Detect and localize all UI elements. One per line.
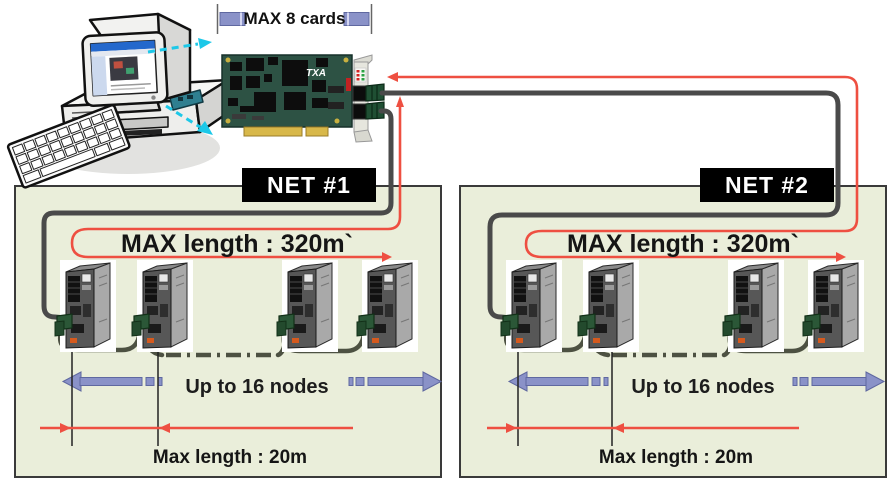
led-indicators xyxy=(354,67,367,83)
servo-drive xyxy=(356,259,419,353)
net2-ring-length-label: MAX length : 320m` xyxy=(567,230,799,258)
net2-drives xyxy=(500,259,865,353)
net2-nodes-arrow-right xyxy=(792,371,886,392)
net2-node-distance-label: Max length : 20m xyxy=(598,447,754,468)
arrow-head-icon xyxy=(198,38,212,49)
net1-main-cable xyxy=(41,108,394,321)
servo-drive xyxy=(54,259,117,353)
crt-monitor xyxy=(81,12,192,115)
net2-return-arrowhead-icon xyxy=(387,72,398,82)
net1-node-distance-measure xyxy=(40,352,353,446)
net2-node-distance-measure xyxy=(487,352,799,446)
pc-to-card-arrows xyxy=(147,38,213,135)
servo-drive xyxy=(131,259,194,353)
arrow-head-icon xyxy=(197,121,213,135)
net1-ring-length-label: MAX length : 320m` xyxy=(121,230,353,258)
net2-main-cable xyxy=(379,90,841,321)
net1-return-arrowhead-icon xyxy=(396,96,404,107)
net1-ring-arrowhead-icon xyxy=(382,252,392,262)
net1-nodes-arrow-left xyxy=(61,371,163,392)
net1-nodes-label: Up to 16 nodes xyxy=(185,376,329,398)
servo-drive xyxy=(577,259,640,353)
card-port-2 xyxy=(352,103,367,120)
servo-drive xyxy=(500,259,563,353)
net1-node-distance-label: Max length : 20m xyxy=(152,447,308,468)
cable-connectors xyxy=(365,83,385,120)
card-port-1 xyxy=(352,85,367,102)
net2-title-badge: NET #2 xyxy=(700,168,834,202)
max-cards-bracket xyxy=(216,4,373,34)
card-brand-text: TXA xyxy=(306,68,326,79)
keyboard xyxy=(6,104,131,189)
pci-card-illustration: TXA xyxy=(221,54,385,143)
net2-nodes-label: Up to 16 nodes xyxy=(631,376,775,398)
net1-nodes-arrow-right xyxy=(348,371,443,392)
servo-drive xyxy=(722,259,785,353)
net2-signal-loop xyxy=(392,75,859,259)
servo-drive xyxy=(802,259,865,353)
host-computer-illustration xyxy=(6,12,234,189)
card-bracket xyxy=(352,54,373,143)
servo-drive xyxy=(276,259,339,353)
net1-drives xyxy=(54,259,419,353)
max-cards-label: MAX 8 cards xyxy=(243,9,346,28)
net1-signal-loop xyxy=(70,105,402,259)
net1-title-badge: NET #1 xyxy=(242,168,376,202)
net2-nodes-arrow-left xyxy=(507,371,609,392)
net2-ring-arrowhead-icon xyxy=(836,252,846,262)
